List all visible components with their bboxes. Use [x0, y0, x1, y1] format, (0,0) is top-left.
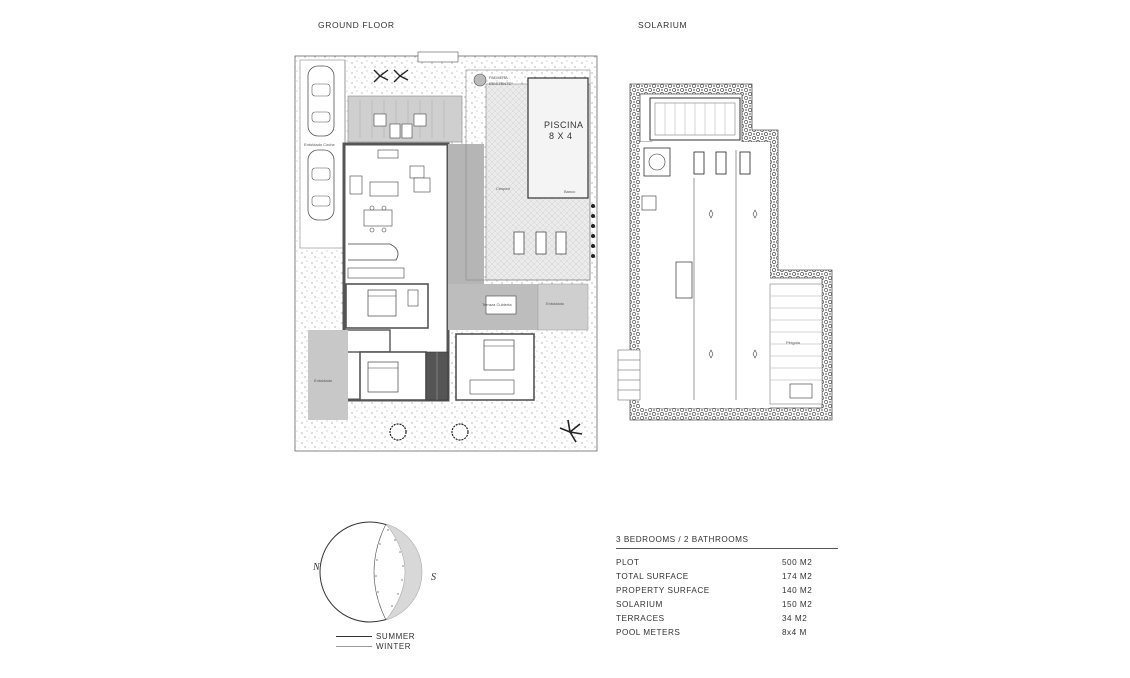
lawn-label: Césped: [496, 186, 510, 191]
ground-floor-plan: Entoldado Coche: [294, 51, 598, 452]
winter-line: [336, 645, 372, 647]
spec-label: POOL METERS: [616, 627, 681, 637]
bench-label: Banco: [564, 189, 576, 194]
pergola-label: Pérgola: [786, 340, 801, 345]
palm-tree-icon: [473, 73, 487, 87]
spec-row: PROPERTY SURFACE 140 M2: [616, 583, 838, 597]
solarium-loungers: [693, 151, 751, 175]
spec-label: TOTAL SURFACE: [616, 571, 689, 581]
terrace-chairs: [373, 113, 427, 139]
spec-label: PROPERTY SURFACE: [616, 585, 710, 595]
pool-size-label: 8 X 4: [549, 131, 573, 141]
covered-terrace-label: Terraza Cubierta: [482, 302, 512, 307]
north-label: N: [312, 562, 321, 573]
palm-existing-label: EXISTENTE: [489, 81, 512, 86]
spec-value: 500 M2: [782, 557, 813, 567]
car-icon: [307, 149, 335, 221]
spec-value: 34 M2: [782, 613, 808, 623]
winter-label: WINTER: [376, 641, 412, 651]
summer-label: SUMMER: [376, 631, 416, 641]
south-label: S: [431, 572, 436, 583]
solarium-table: [675, 261, 693, 299]
specs-heading: 3 BEDROOMS / 2 BATHROOMS: [616, 535, 838, 549]
spec-row: SOLARIUM 150 M2: [616, 597, 838, 611]
car-icon: [307, 65, 335, 137]
spec-value: 8x4 M: [782, 627, 807, 637]
pool: [527, 77, 589, 199]
spec-value: 150 M2: [782, 599, 813, 609]
spec-value: 174 M2: [782, 571, 813, 581]
solarium-title: SOLARIUM: [638, 20, 688, 30]
stairs: [617, 349, 641, 401]
spec-value: 140 M2: [782, 585, 813, 595]
property-specs: 3 BEDROOMS / 2 BATHROOMS PLOT 500 M2 TOT…: [616, 535, 838, 639]
spec-row: PLOT 500 M2: [616, 555, 838, 569]
pool-name-label: PISCINA: [544, 120, 584, 130]
awning-label-2: Entoldado: [314, 378, 333, 383]
sun-path-diagram: N S: [312, 521, 436, 623]
bed-icon: [483, 339, 515, 371]
sun-loungers: [513, 231, 567, 255]
bed-icon: [367, 361, 399, 393]
spec-label: TERRACES: [616, 613, 665, 623]
solarium-plan: Pérgola: [617, 83, 833, 421]
spec-label: SOLARIUM: [616, 599, 663, 609]
plant-icon: [373, 69, 583, 443]
sun-legend: SUMMER WINTER: [336, 631, 415, 651]
palm-label: PALMERA: [489, 75, 508, 80]
bed-icon: [367, 289, 397, 317]
spec-row: TERRACES 34 M2: [616, 611, 838, 625]
spec-label: PLOT: [616, 557, 640, 567]
ground-floor-title: GROUND FLOOR: [318, 20, 395, 30]
spec-row: TOTAL SURFACE 174 M2: [616, 569, 838, 583]
jacuzzi-icon: [643, 147, 671, 177]
spec-row: POOL METERS 8x4 M: [616, 625, 838, 639]
summer-line: [336, 635, 372, 637]
awning-label: Entoldado: [546, 301, 565, 306]
living-furniture: [349, 149, 431, 233]
carport-label: Entoldado Coche: [304, 142, 335, 147]
